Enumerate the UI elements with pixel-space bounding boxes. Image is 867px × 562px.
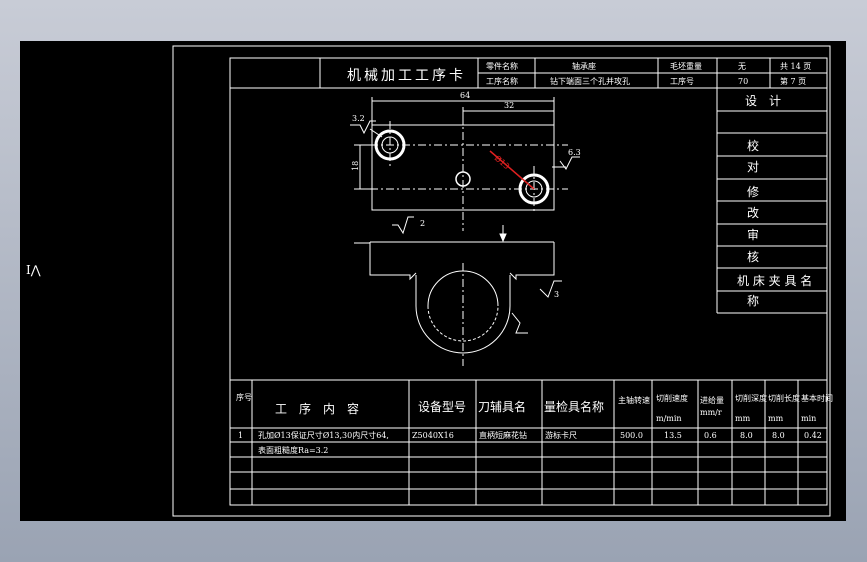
th-length: 切削长度	[768, 393, 800, 403]
table-cell-feed: 0.6	[704, 431, 717, 440]
hole-left-outer	[374, 129, 406, 161]
mark-3: 3	[554, 290, 559, 299]
dim-32: 32	[504, 101, 514, 110]
table-cell-content: 表面粗糙度Ra=3.2	[258, 445, 328, 455]
th-cut-speed: 切削速度	[656, 393, 688, 403]
th-cut-speed-unit: m/min	[656, 414, 682, 423]
table-cell-equipment: Z5040X16	[412, 431, 454, 440]
table-cell-content: 孔加Ø13保证尺寸Ø13,30内尺寸64,	[258, 430, 389, 440]
part-name-label: 零件名称	[486, 61, 518, 71]
dim-18: 18	[351, 161, 360, 171]
th-spindle: 主轴转速	[618, 395, 650, 405]
signature-label: 对	[747, 160, 759, 174]
roughness-3-2: 3.2	[352, 114, 365, 123]
drawing-sheet: I⋀ 机械加工工序卡 零件名称 轴承座 工序名称 钻下端面三个孔并攻孔 毛坯重量…	[26, 45, 833, 517]
op-no: 70	[738, 77, 748, 86]
signature-label: 称	[747, 294, 759, 308]
material-label: 毛坯重量	[670, 61, 702, 71]
dim-64: 64	[460, 91, 470, 100]
inner-frame	[229, 57, 828, 506]
hole-center	[455, 171, 471, 187]
th-time-unit: min	[801, 414, 816, 423]
table-cell-cut_speed: 13.5	[664, 431, 682, 440]
th-feed-unit: mm/r	[700, 408, 722, 417]
table-cell-depth: 8.0	[740, 431, 753, 440]
signature-label: 核	[747, 250, 759, 264]
top-view	[350, 97, 580, 235]
outer-frame	[172, 45, 831, 517]
side-roughness-mark: I⋀	[26, 263, 41, 277]
th-content: 工 序 内 容	[275, 401, 359, 416]
th-gauge: 量检具名称	[544, 399, 604, 414]
signature-label: 修	[747, 184, 759, 199]
process-table-grid	[230, 379, 827, 505]
signature-label: 校	[747, 138, 759, 153]
signature-label: 审	[747, 227, 759, 242]
th-tool: 刀辅具名	[478, 399, 526, 414]
front-view	[354, 225, 562, 366]
hole-right-inner	[525, 180, 543, 198]
hole-left-inner	[381, 136, 399, 154]
signature-label: 改	[747, 206, 759, 220]
table-cell-time: 0.42	[804, 431, 822, 440]
signature-label: 设 计	[745, 94, 781, 108]
table-cell-length: 8.0	[772, 431, 785, 440]
page-no: 第 7 页	[780, 76, 806, 86]
signature-label: 机 床 夹 具 名	[737, 273, 812, 288]
roughness-6-3: 6.3	[568, 148, 581, 157]
op-no-label: 工序号	[670, 76, 694, 86]
material-value: 无	[738, 62, 746, 71]
th-seq: 序号	[236, 392, 252, 402]
table-cell-spindle: 500.0	[620, 431, 643, 440]
header-grid	[230, 58, 827, 89]
mark-2: 2	[420, 219, 425, 228]
op-name: 钻下端面三个孔并攻孔	[550, 76, 630, 86]
th-feed: 进给量	[700, 395, 724, 405]
hole-right-outer	[518, 173, 550, 205]
table-cell-tool: 直柄短麻花钻	[479, 430, 527, 440]
card-title: 机械加工工序卡	[347, 68, 466, 84]
th-length-unit: mm	[768, 414, 784, 423]
cad-viewport[interactable]: I⋀ 机械加工工序卡 零件名称 轴承座 工序名称 钻下端面三个孔并攻孔 毛坯重量…	[20, 41, 846, 521]
table-cell-seq: 1	[238, 431, 243, 440]
th-depth: 切削深度	[735, 393, 767, 403]
th-time: 基本时间	[801, 393, 833, 403]
dim-dia13: Ø13	[493, 153, 512, 171]
table-cell-gauge: 游标卡尺	[545, 430, 577, 440]
th-equipment: 设备型号	[418, 400, 466, 414]
total-pages: 共 14 页	[780, 62, 811, 71]
th-depth-unit: mm	[735, 414, 751, 423]
op-name-label: 工序名称	[486, 76, 518, 86]
diameter-leader	[489, 150, 535, 190]
signature-grid	[716, 88, 827, 314]
part-name: 轴承座	[572, 61, 596, 71]
